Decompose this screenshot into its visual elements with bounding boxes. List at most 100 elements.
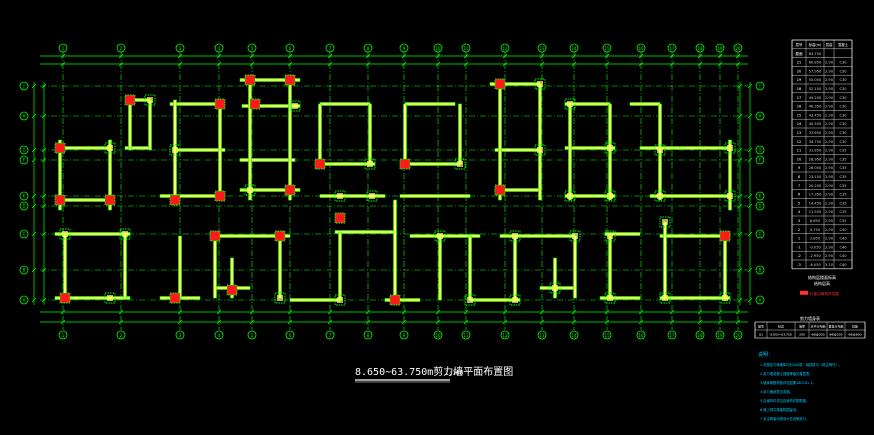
floor-table-cell: 2.90 (825, 184, 834, 188)
dim-tick (669, 53, 675, 59)
shear-wall-v (368, 103, 372, 165)
structural-column (104, 142, 116, 154)
dim-tick (735, 53, 741, 59)
dim-tick (177, 319, 183, 325)
axis-bubble-top (667, 43, 677, 53)
dim-tick (365, 61, 371, 67)
shear-wall-h (319, 102, 371, 106)
axis-tag-bottom: 7 (329, 333, 332, 338)
dim-tick (41, 193, 47, 199)
shear-wall-v (148, 99, 152, 151)
shear-wall-v (608, 103, 612, 201)
floor-table-cell: C30 (839, 140, 847, 144)
floor-table-cell: 57.950 (809, 69, 822, 73)
dim-tick (41, 113, 47, 119)
floor-table-cell: 2.90 (825, 245, 834, 249)
axis-bubble-top (363, 43, 373, 53)
dim-tick (216, 309, 222, 315)
column-core (337, 193, 343, 199)
shear-wall-v (458, 103, 462, 165)
axis-tag-top: 17 (669, 46, 675, 51)
column-core (607, 145, 613, 151)
column-core (107, 295, 113, 301)
floor-table-cell: C30 (839, 105, 847, 109)
dim-tick (669, 309, 675, 315)
axis-tag-top: 19 (717, 46, 723, 51)
axis-bubble-right (755, 201, 765, 211)
shear-wall-v (393, 199, 397, 301)
axis-tag-top: 1 (62, 46, 65, 51)
shear-wall-v (230, 257, 234, 299)
floor-table-footer: 结构层楼面标高 (808, 274, 836, 280)
shear-wall-v (318, 103, 322, 165)
dim-tick (638, 61, 644, 67)
dim-tick (287, 53, 293, 59)
dim-tick (287, 61, 293, 67)
structural-column (604, 292, 616, 304)
floor-table-cell: C35 (839, 219, 846, 223)
dim-tick (435, 61, 441, 67)
dim-tick (737, 267, 743, 273)
shear-wall-v (608, 235, 612, 299)
axis-bubble-bottom (325, 330, 335, 340)
axis-tag-left: E (23, 194, 26, 199)
shear-wall-h (57, 198, 111, 202)
dim-tick (737, 193, 743, 199)
floor-table-cell: 2.90 (825, 131, 834, 135)
axis-bubble-right (755, 191, 765, 201)
axis-bubble-bottom (58, 330, 68, 340)
dim-tick (118, 309, 124, 315)
floor-table-cell: 19 (797, 78, 802, 82)
shear-wall-v (573, 235, 577, 299)
floor-table-cell: 7 (798, 184, 800, 188)
drawing-title: 8.650~63.750m剪力墙平面布置图 (355, 365, 513, 378)
structural-column (119, 228, 131, 240)
structural-column (169, 144, 181, 156)
axis-tag-top: 12 (502, 46, 508, 51)
shear-wall-h (239, 78, 301, 82)
axis-bubble-left (19, 81, 29, 91)
floor-table-cell: C35 (839, 166, 846, 170)
axis-bubble-right (755, 111, 765, 121)
axis-tag-bottom: 8 (367, 333, 370, 338)
axis-tag-bottom: 6 (289, 333, 292, 338)
dim-tick (747, 157, 753, 163)
axis-bubble-top (247, 43, 257, 53)
dim-tick (604, 53, 610, 59)
floor-table-cell: 17.350 (809, 193, 822, 197)
floor-table-cell: 2.90 (825, 149, 834, 153)
axis-bubble-bottom (500, 330, 510, 340)
shear-wall-h (174, 148, 226, 152)
axis-bubble-bottom (116, 330, 126, 340)
axis-tag-bottom: 2 (120, 333, 123, 338)
column-core (367, 161, 373, 167)
axis-tag-bottom: 1 (62, 333, 65, 338)
dim-tick (604, 309, 610, 315)
axis-tag-bottom: 3 (179, 333, 182, 338)
floor-table-cell: 2.90 (825, 157, 834, 161)
wall-table-header: 拉筋 (852, 324, 858, 329)
axis-tag-bottom: 13 (539, 333, 545, 338)
structural-column (334, 190, 346, 202)
axis-tag-top: 9 (403, 46, 406, 51)
axis-tag-left: G (22, 148, 25, 153)
shear-wall-h (404, 102, 456, 106)
structural-column (564, 98, 576, 110)
structural-column (719, 292, 731, 304)
shear-wall-v (128, 99, 132, 151)
wall-table-header: 水平分布筋 (810, 324, 825, 329)
floor-table-cell: C40 (839, 254, 847, 258)
shear-wall-v (438, 235, 442, 301)
dim-tick (216, 61, 222, 67)
axis-tag-bottom: 18 (697, 333, 703, 338)
axis-bubble-bottom (667, 330, 677, 340)
structural-column (434, 230, 446, 242)
axis-bubble-bottom (214, 330, 224, 340)
floor-table-cell: C35 (839, 157, 846, 161)
shear-wall-h (239, 188, 301, 192)
shear-wall-h (659, 234, 731, 238)
dim-tick (401, 319, 407, 325)
floor-table-cell: 21 (797, 61, 802, 65)
shear-wall-v (338, 231, 342, 301)
column-core (292, 103, 298, 109)
